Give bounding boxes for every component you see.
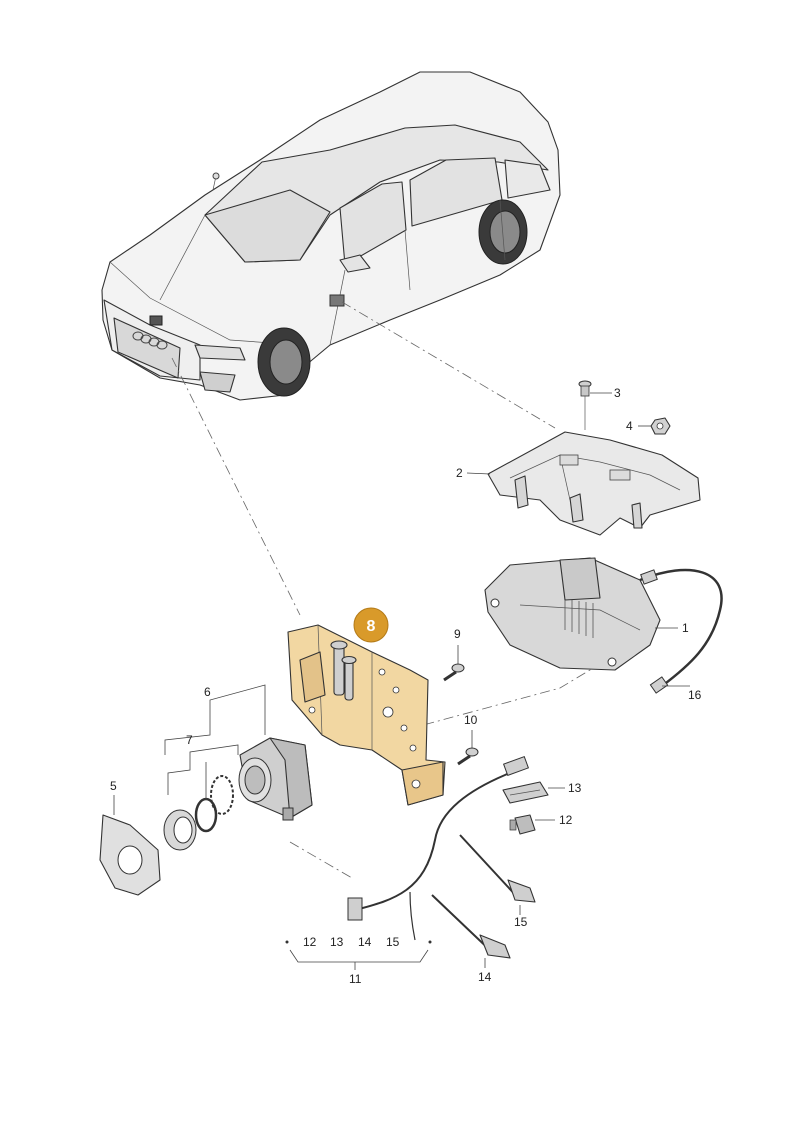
part-2-bracket [487,431,701,536]
callout-16: 16 [688,688,702,702]
group-item-14: 14 [358,935,372,949]
part-6-radar-sensor [238,737,313,821]
part-4-nut [650,417,671,435]
callout-1: 1 [682,621,689,635]
part-12-clip [509,814,536,835]
part-15-cable-tie [459,834,536,903]
callout-12: 12 [559,813,573,827]
part-3-screw [578,380,592,430]
callout-7: 7 [186,733,193,747]
leader-lines [113,392,690,970]
part-1-control-unit [484,557,661,671]
group-item-15: 15 [386,935,400,949]
part-11-wiring-harness [347,755,530,941]
vehicle-illustration [101,71,561,401]
callout-10: 10 [464,713,478,727]
callout-6: 6 [204,685,211,699]
part-9-bolt [443,663,465,682]
part-10-bolt [457,747,479,766]
part-16-cable [639,568,723,694]
front-wheel [257,327,311,397]
callout-5: 5 [110,779,117,793]
part-13-holder [502,781,549,804]
callout-8: 8 [367,618,376,635]
callout-4: 4 [626,419,633,433]
part-14-cable-tie [431,894,511,959]
callout-9: 9 [454,627,461,641]
callout-2: 2 [456,466,463,480]
callout-13: 13 [568,781,582,795]
part-8-sensor-bracket [287,624,446,806]
callout-labels: 1 2 3 4 5 6 7 9 10 11 12 13 14 15 16 12 … [110,386,702,986]
callout-15: 15 [514,915,528,929]
part-5-cover [99,814,161,896]
group-item-12: 12 [303,935,317,949]
group-item-13: 13 [330,935,344,949]
callout-14: 14 [478,970,492,984]
part-7-rings [163,775,234,851]
callout-11: 11 [349,972,362,986]
part-8-badge: 8 [353,607,389,643]
callout-3: 3 [614,386,621,400]
